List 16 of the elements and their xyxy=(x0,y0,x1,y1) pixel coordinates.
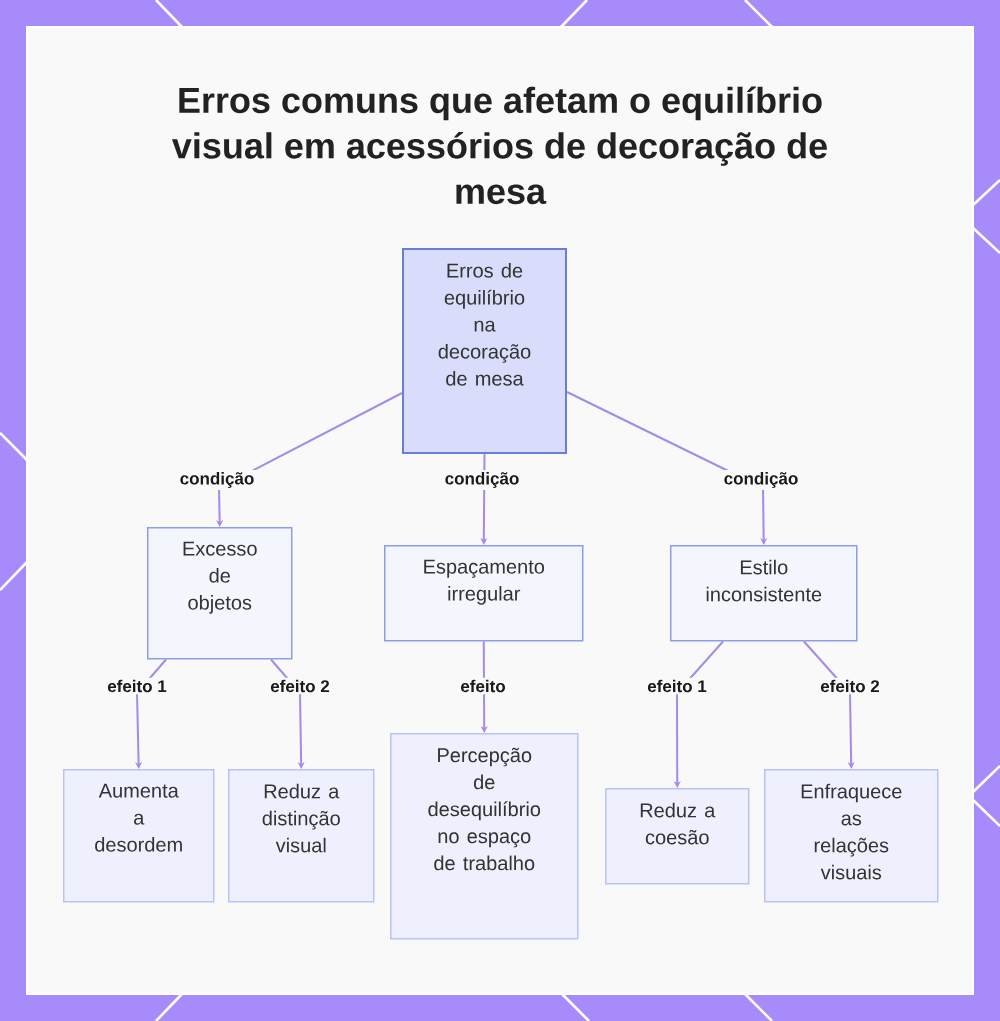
effect-box: Reduz a distinção visual xyxy=(228,769,375,903)
condition-box: Excesso de objetos xyxy=(147,527,293,660)
arrow xyxy=(566,391,768,545)
topic-box: Erros de equilíbrio na decoração de mesa xyxy=(402,248,567,454)
edge-label: condição xyxy=(721,470,801,490)
condition-box: Espaçamento irregular xyxy=(384,545,584,642)
effect-box: Enfraquece as relações visuais xyxy=(764,769,939,903)
edge-label: condição xyxy=(442,470,522,490)
edge-label: condição xyxy=(177,470,257,490)
condition-box: Estilo inconsistente xyxy=(670,545,858,642)
arrow xyxy=(270,658,305,769)
title: Erros comuns que afetam o equilíbrio visual em acessórios de decoração de mesa xyxy=(171,86,827,205)
effect-box: Percepção de desequilíbrio no espaço de trabalho xyxy=(390,733,579,940)
effect-box: Reduz a coesão xyxy=(605,788,750,885)
effect-box: Aumenta a desordem xyxy=(63,769,215,903)
arrow xyxy=(803,640,855,769)
